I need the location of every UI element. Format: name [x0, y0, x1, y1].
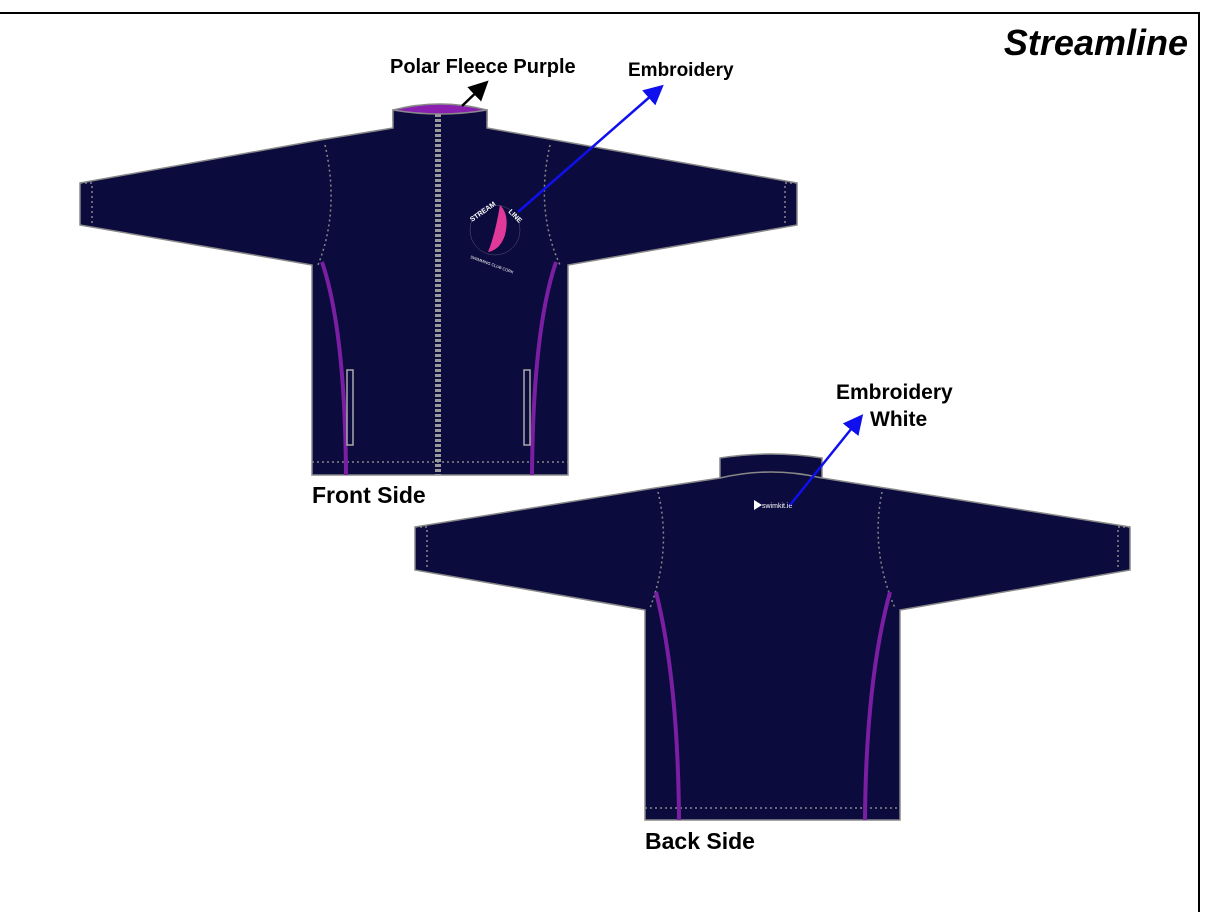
front-body	[79, 109, 798, 476]
back-logo: swimkit.ie	[754, 500, 792, 510]
back-body	[414, 453, 1131, 821]
front-jacket	[79, 103, 798, 476]
brand-title: Streamline	[1003, 22, 1188, 63]
front-embroidery-arrow	[517, 84, 664, 213]
back-embroidery-label: Embroidery	[836, 381, 953, 404]
swimmer-icon	[488, 205, 507, 252]
pocket-left	[346, 369, 354, 446]
back-embroidery-arrow	[789, 414, 864, 506]
piping-right	[530, 261, 558, 476]
piping-left	[320, 261, 348, 476]
page-frame	[0, 12, 1200, 912]
lining-arrow	[461, 80, 489, 107]
pocket-right	[523, 369, 531, 446]
back-logo-text: swimkit.ie	[762, 503, 792, 510]
lining-label: Polar Fleece Purple	[390, 56, 576, 78]
front-side-label: Front Side	[312, 482, 426, 508]
back-piping-right	[863, 591, 892, 821]
swimkit-arrow-icon	[754, 500, 762, 510]
front-embroidery-label: Embroidery	[628, 60, 734, 81]
back-embroidery-color-label: White	[870, 408, 928, 431]
back-side-label: Back Side	[645, 828, 755, 854]
back-piping-left	[654, 591, 681, 821]
back-jacket	[414, 453, 1131, 821]
